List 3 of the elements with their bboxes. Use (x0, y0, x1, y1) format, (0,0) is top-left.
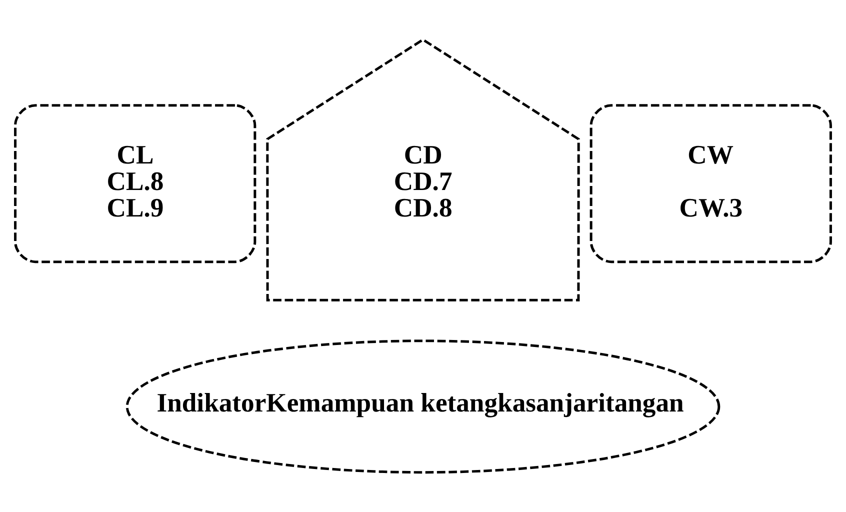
node-box: CW CW.3 (590, 104, 832, 264)
node-ellipse: IndikatorKemampuan ketangkasanjaritangan (126, 340, 720, 474)
node-box: CL CL.8 CL.9 (14, 104, 256, 264)
